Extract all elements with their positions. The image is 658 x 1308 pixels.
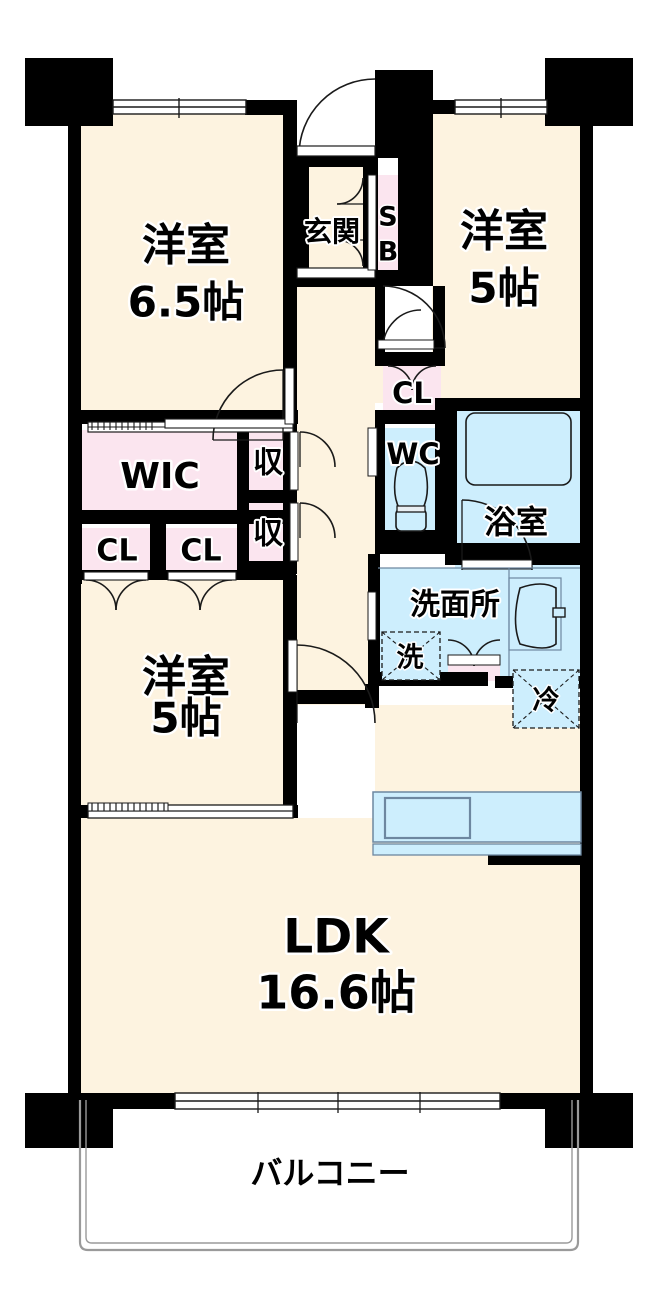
wall-bath-top [445, 398, 593, 411]
wall-sb-right [398, 158, 433, 278]
wall-cl-center-top [375, 352, 445, 366]
sliding-wash-door [367, 591, 377, 641]
label-cl-left-2: CL [180, 534, 221, 569]
wall-corridor-right-up [375, 286, 385, 358]
wall-sb-bottom [375, 270, 433, 286]
label-sb-s: S [378, 202, 397, 233]
door-genkan-closet-lower [336, 239, 364, 267]
wall-wc-left [375, 410, 385, 540]
fill-cl-left-1 [82, 528, 150, 574]
bathtub-icon [465, 412, 572, 486]
label-genkan: 玄関 [304, 215, 360, 248]
door-shuno-1 [299, 431, 336, 468]
label-bedroom-65-area: 6.5帖 [128, 278, 244, 327]
label-bedroom-5-top-area: 5帖 [468, 264, 539, 313]
fill-sb [375, 175, 400, 270]
wall-bottom-left-seg [68, 1093, 188, 1109]
label-sen: 洗 [397, 643, 424, 674]
wall-cl-right [237, 424, 249, 576]
sliding-wic [164, 418, 294, 429]
door-yokushitsu [461, 499, 533, 571]
balcony-outline [78, 1100, 580, 1252]
label-ldk-name: LDK [283, 910, 390, 965]
label-rei: 冷 [533, 686, 560, 717]
wall-genkan-side-left [297, 155, 309, 285]
wall-shuno-bottom [248, 561, 296, 575]
sliding-cl-left-1 [83, 571, 149, 581]
sliding-cl-left-2 [167, 571, 237, 581]
sliding-sb-door [367, 174, 377, 271]
label-yokushitsu: 浴室 [484, 503, 548, 541]
sliding-bath-door [461, 559, 533, 570]
threshold-genkan [296, 145, 376, 157]
threshold-vanity [447, 654, 501, 666]
wall-bed65-right [283, 155, 297, 423]
window-bedroom-5-left [87, 802, 294, 819]
room-fill-hallway [297, 285, 375, 705]
wall-outer-left-lower [68, 818, 81, 1103]
label-wc: WC [386, 437, 439, 471]
wall-wc-bottom [375, 530, 447, 554]
window-ldk-balcony [174, 1092, 501, 1113]
sliding-shuno-1 [289, 431, 299, 491]
label-senmenjo: 洗面所 [410, 588, 500, 623]
label-balcony: バルコニー [250, 1154, 409, 1192]
label-cl-center: CL [392, 376, 432, 410]
wall-genkan-top [297, 155, 375, 167]
kitchen-sink-icon [383, 796, 472, 840]
fill-cl-left-2 [165, 528, 237, 574]
label-bedroom-5-top-name: 洋室 [460, 206, 548, 257]
wall-wash-right [580, 554, 593, 684]
label-wic: WIC [120, 456, 200, 497]
sliding-bed5left-door [287, 639, 298, 693]
sliding-doors [83, 145, 533, 693]
wall-outer-right-lower [580, 700, 593, 1100]
label-bedroom-5-left-area: 5帖 [150, 694, 221, 743]
washing-machine-space-icon [381, 631, 441, 681]
refrigerator-space-icon [512, 669, 580, 729]
wall-corridor-bottom [297, 690, 377, 704]
wall-bottom-right-seg [500, 1093, 593, 1109]
label-shuno-2: 収 [253, 517, 284, 552]
door-cl-center [387, 365, 437, 391]
label-bedroom-65-name: 洋室 [142, 220, 230, 271]
door-shuno-2 [299, 502, 336, 539]
label-ldk-area: 16.6帖 [256, 966, 416, 1020]
kitchen-counter-icon [372, 791, 582, 856]
window-bedroom-5-top [454, 98, 548, 118]
sliding-bed5top-door [377, 339, 435, 350]
toilet-bowl-icon [393, 460, 429, 532]
label-sb-b: B [378, 237, 399, 268]
fixtures [372, 412, 582, 856]
wall-bath-left [445, 398, 457, 543]
room-fill-bedroom-5-top [432, 100, 580, 398]
pillar-top-center [375, 70, 433, 158]
wall-outer-right-top [580, 100, 593, 400]
threshold-genkan-bottom [296, 267, 376, 279]
sliding-bed65-door [284, 367, 295, 425]
door-genkan-closet-upper [336, 177, 364, 205]
room-labels: 洋室 6.5帖 玄関 S B 洋室 5帖 WIC CL CL 収 収 CL WC… [94, 200, 561, 1194]
fill-wic [82, 430, 237, 510]
wall-wic-left [68, 424, 82, 584]
sliding-shuno-2 [289, 502, 299, 562]
room-fill-genkan [297, 160, 372, 285]
wall-genkan-left [283, 100, 297, 162]
wall-cl-divider [150, 524, 166, 576]
label-shuno-1: 収 [253, 446, 284, 481]
label-bedroom-5-left-name: 洋室 [142, 652, 230, 703]
wall-cl-center-right [433, 286, 445, 364]
wall-wc-right [435, 398, 447, 543]
window-bedroom-65 [112, 98, 247, 118]
wall-cl-center-bottom [375, 410, 445, 424]
label-cl-left-1: CL [96, 534, 137, 569]
vanity-sink-icon [508, 568, 566, 676]
sliding-wc-door [367, 427, 378, 477]
